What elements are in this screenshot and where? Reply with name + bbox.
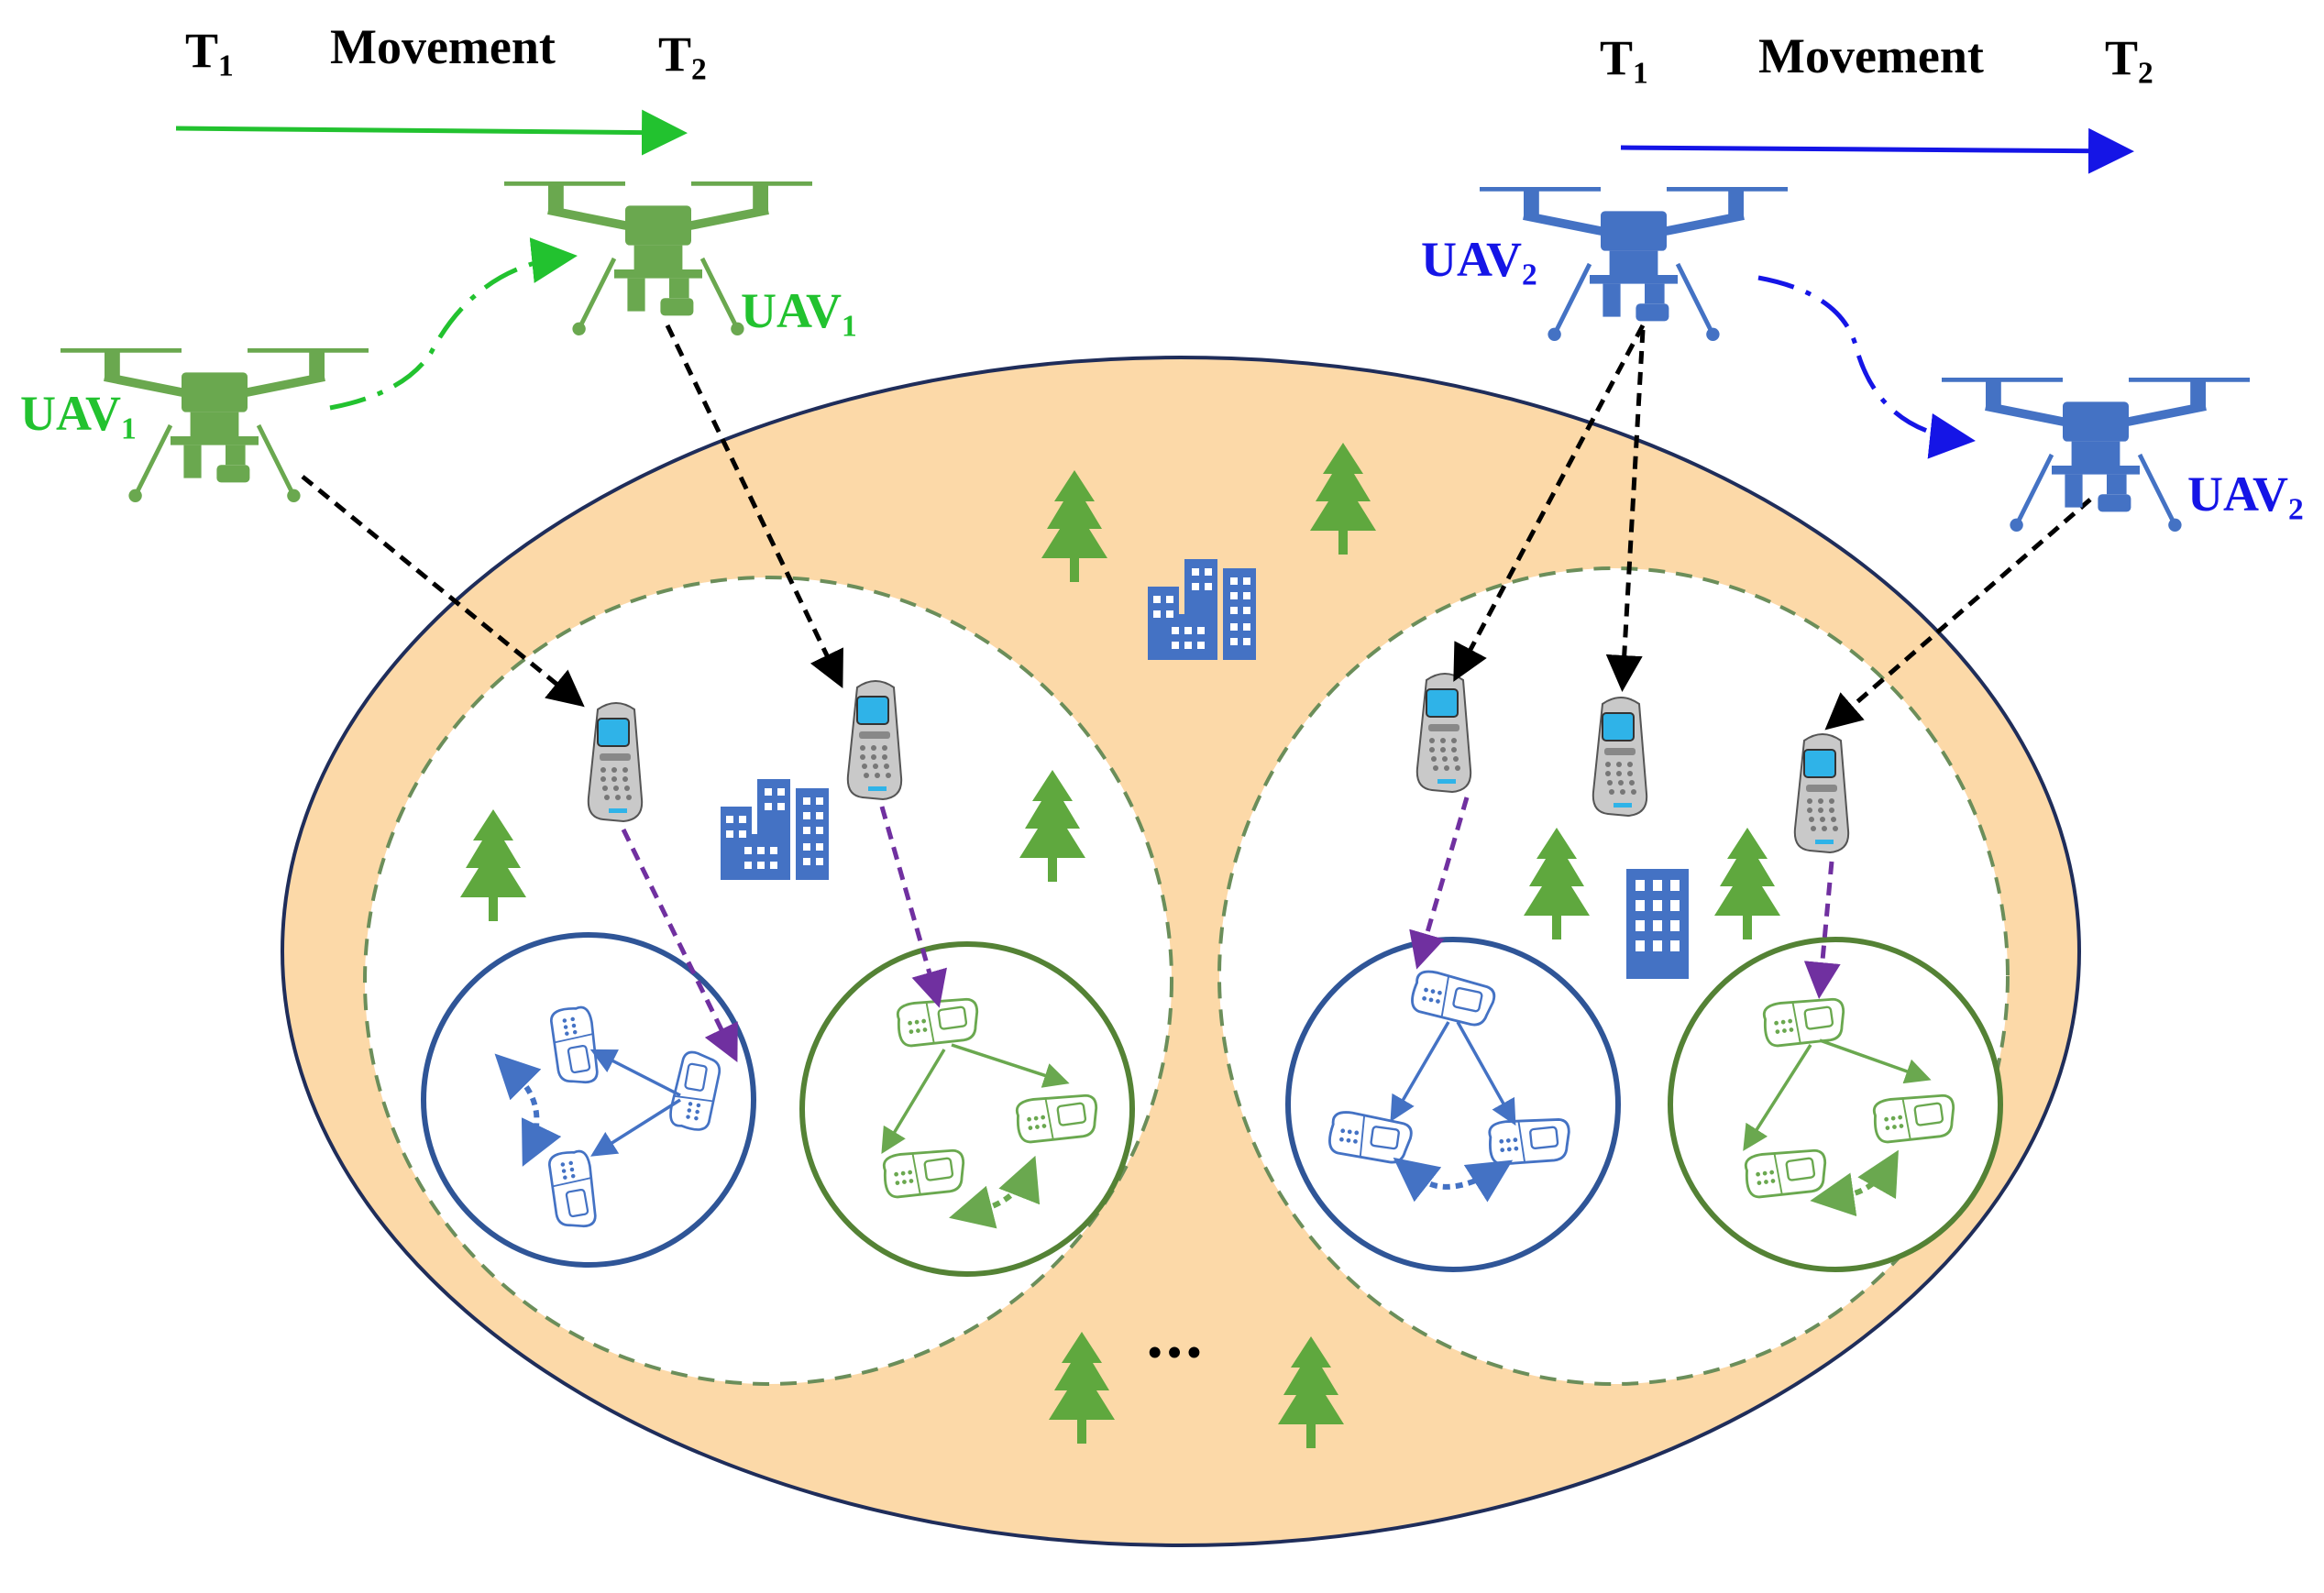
device-cluster-green-left — [799, 941, 1135, 1277]
ellipsis: ••• — [1148, 1330, 1206, 1375]
movement-right-t2: T2 — [2105, 30, 2153, 91]
movement-left-t1: T1 — [185, 23, 234, 83]
uav1-label-t1: UAV1 — [20, 386, 137, 446]
device-cluster-blue-left — [421, 932, 756, 1268]
d2d-link — [1810, 1149, 1899, 1217]
uav-downlink — [1605, 329, 1646, 692]
uav-downlink — [1824, 498, 2092, 731]
uav1-trajectory — [329, 237, 578, 411]
mobile-phone-icon — [846, 680, 903, 800]
d2d-link — [1819, 1038, 1932, 1084]
mobile-phone-icon — [1592, 697, 1648, 817]
d2d-link — [951, 1043, 1070, 1088]
relay-link — [1803, 861, 1841, 999]
mobile-phone-icon — [587, 702, 644, 822]
device-cluster-green-right — [1668, 937, 2003, 1272]
uav-downlink — [301, 475, 585, 708]
d2d-link — [589, 1049, 681, 1097]
uav1-label-t2: UAV1 — [741, 283, 857, 344]
d2d-link — [1390, 1021, 1450, 1123]
uav-downlink — [665, 324, 843, 689]
relay-link — [1409, 796, 1470, 970]
relay-link — [879, 806, 947, 1008]
d2d-link — [494, 1053, 562, 1167]
mobile-phone-icon — [1793, 733, 1850, 853]
movement-arrow-right — [1620, 127, 2134, 174]
movement-arrow-left — [175, 109, 688, 156]
d2d-link — [590, 1098, 681, 1157]
movement-right-t1: T1 — [1600, 30, 1648, 91]
uav2-label-t2: UAV2 — [2187, 467, 2304, 527]
mobile-phone-icon — [1415, 673, 1472, 793]
uav-downlink — [1453, 324, 1646, 682]
uav2-trajectory — [1757, 275, 1976, 459]
movement-left-t2: T2 — [658, 27, 707, 87]
device-cluster-blue-right — [1285, 937, 1621, 1272]
movement-right-label: Movement — [1758, 28, 1984, 83]
movement-left-label: Movement — [330, 19, 556, 74]
building-icon — [1626, 869, 1689, 979]
d2d-link — [881, 1049, 946, 1154]
d2d-link — [1456, 1021, 1516, 1126]
d2d-link — [1393, 1157, 1514, 1203]
d2d-link — [949, 1155, 1041, 1229]
d2d-link — [1743, 1044, 1812, 1151]
uav2-label-t1: UAV2 — [1421, 232, 1537, 292]
